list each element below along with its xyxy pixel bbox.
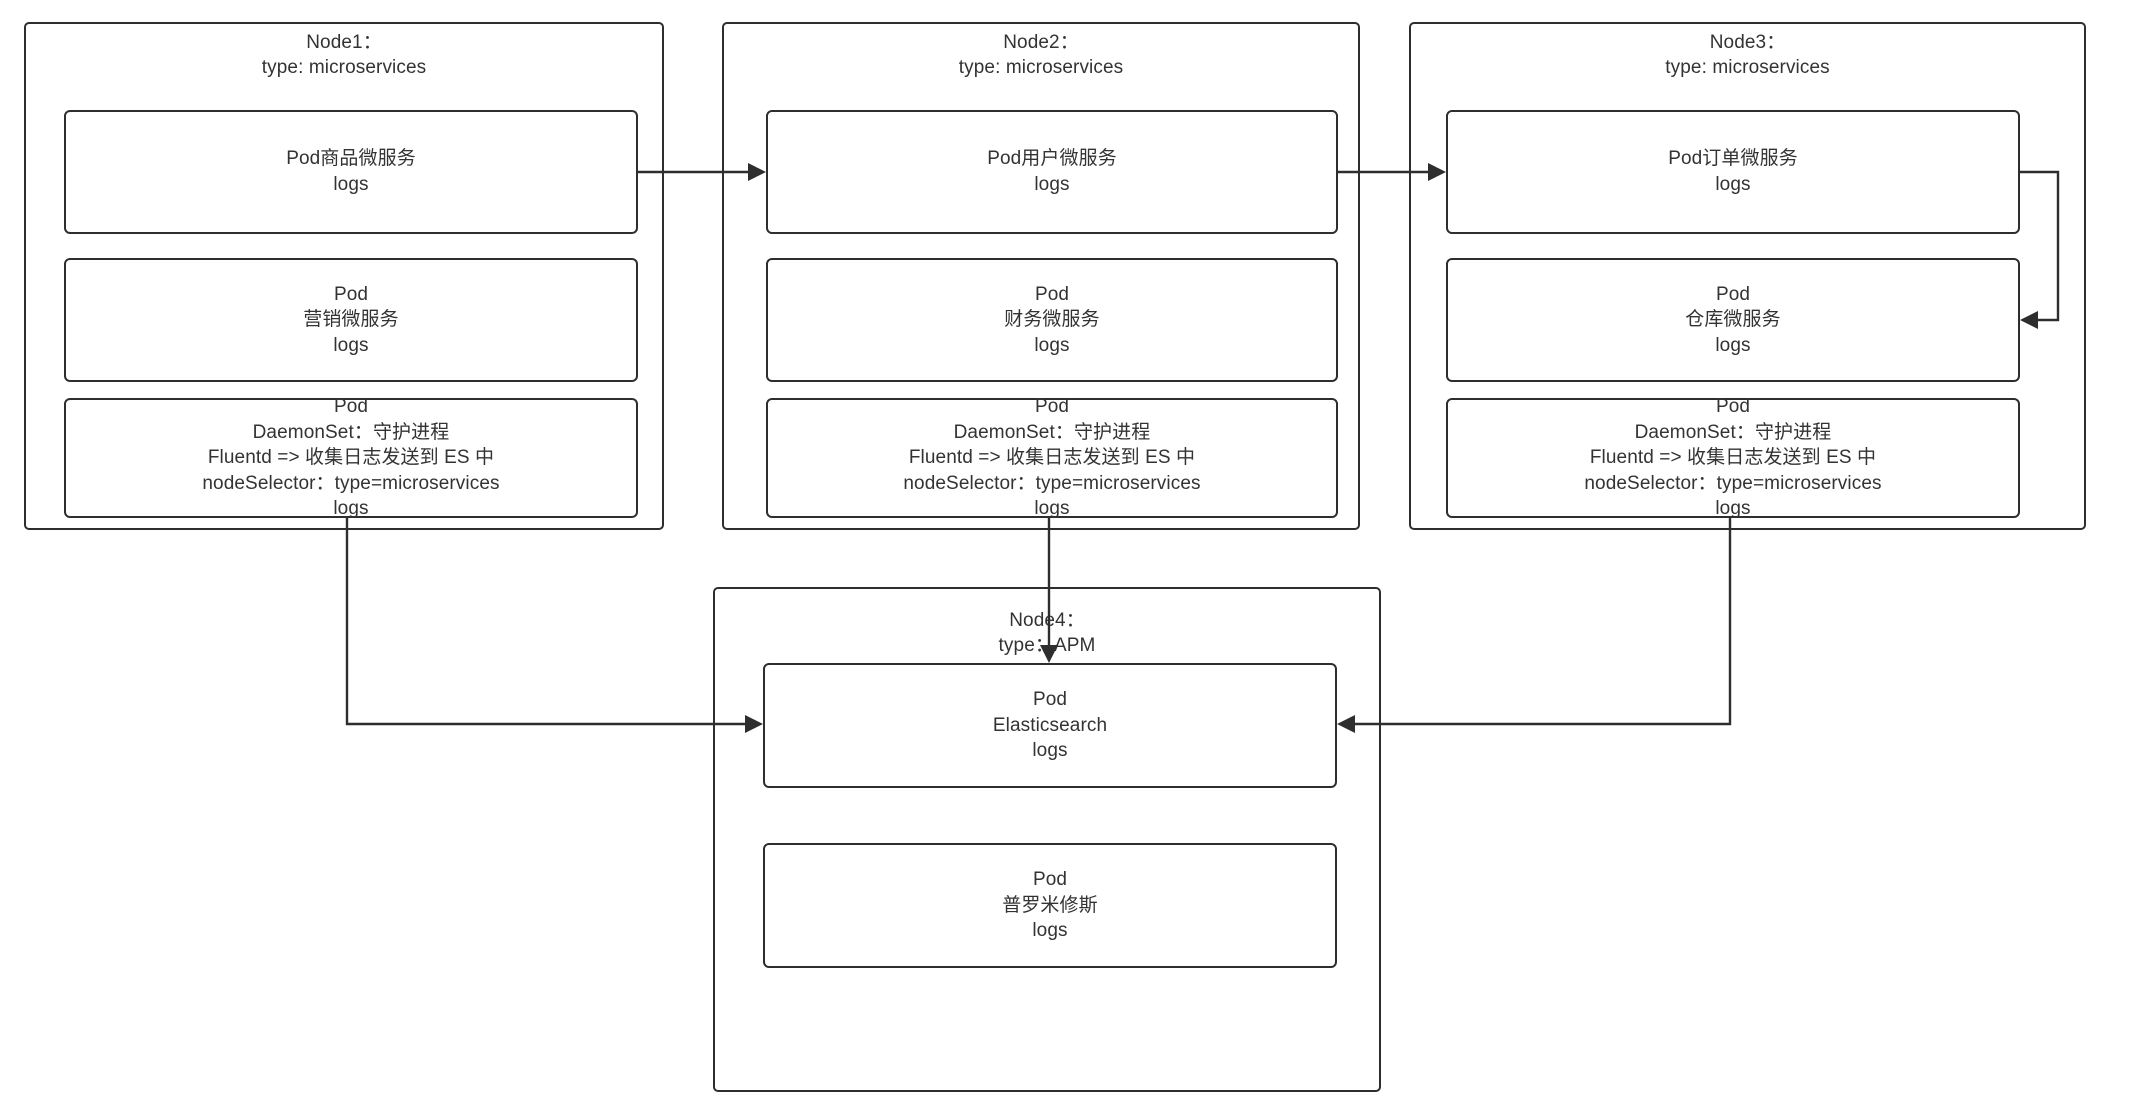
pod-node1-pod-marketing[interactable]: Pod 营销微服务 logs [64,258,638,382]
pod-label-node4-pod-elasticsearch: Pod Elasticsearch logs [992,689,1108,762]
pod-label-node3-pod-order: Pod订单微服务 logs [1668,148,1798,195]
pod-node2-pod-user[interactable]: Pod用户微服务 logs [766,110,1338,234]
pod-label-node1-pod-goods: Pod商品微服务 logs [286,148,416,195]
pod-node1-pod-daemonset[interactable]: Pod DaemonSet：守护进程 Fluentd => 收集日志发送到 ES… [64,396,638,519]
pod-node2-pod-finance[interactable]: Pod 财务微服务 logs [766,258,1338,382]
node-title-node2: Node2： type: microservices [958,32,1124,79]
pod-node4-pod-elasticsearch[interactable]: Pod Elasticsearch logs [763,663,1337,788]
pod-label-node1-pod-marketing: Pod 营销微服务 logs [303,283,399,356]
pod-label-node2-pod-user: Pod用户微服务 logs [987,148,1117,195]
pod-label-node4-pod-prometheus: Pod 普罗米修斯 logs [1002,869,1098,942]
pod-label-node2-pod-daemonset: Pod DaemonSet：守护进程 Fluentd => 收集日志发送到 ES… [903,395,1201,520]
pod-label-node2-pod-finance: Pod 财务微服务 logs [1004,283,1100,356]
node-title-node4: Node4： type：APM [998,610,1096,657]
connector-node3-daemonset-to-es [1337,518,1732,733]
pod-label-node3-pod-warehouse: Pod 仓库微服务 logs [1685,283,1781,356]
pod-label-node1-pod-daemonset: Pod DaemonSet：守护进程 Fluentd => 收集日志发送到 ES… [202,395,500,520]
pod-node3-pod-daemonset[interactable]: Pod DaemonSet：守护进程 Fluentd => 收集日志发送到 ES… [1446,396,2020,519]
pod-node3-pod-warehouse[interactable]: Pod 仓库微服务 logs [1446,258,2020,382]
pod-label-node3-pod-daemonset: Pod DaemonSet：守护进程 Fluentd => 收集日志发送到 ES… [1584,395,1882,520]
pod-node4-pod-prometheus[interactable]: Pod 普罗米修斯 logs [763,843,1337,968]
node-title-node3: Node3： type: microservices [1665,32,1830,79]
pod-node3-pod-order[interactable]: Pod订单微服务 logs [1446,110,2020,234]
node-title-node1: Node1： type: microservices [261,32,427,79]
connector-node1-daemonset-to-es [345,518,763,733]
pod-node2-pod-daemonset[interactable]: Pod DaemonSet：守护进程 Fluentd => 收集日志发送到 ES… [766,396,1338,519]
pod-node1-pod-goods[interactable]: Pod商品微服务 logs [64,110,638,234]
